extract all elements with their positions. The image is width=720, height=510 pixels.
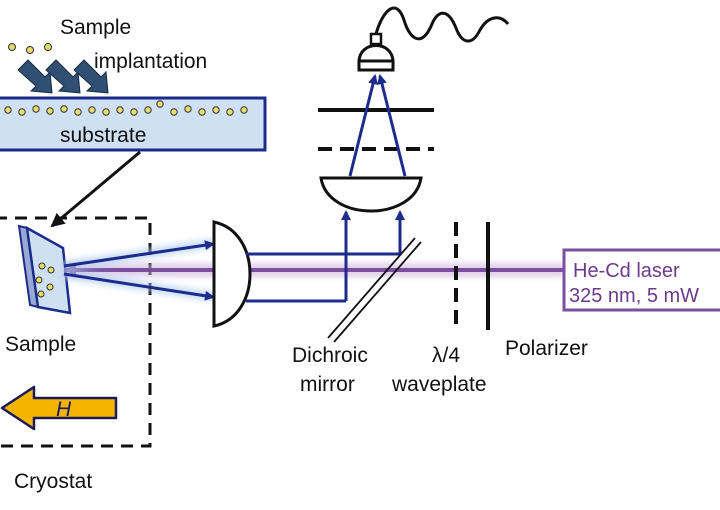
waveplate-label-1: λ/4 bbox=[432, 344, 460, 367]
laser-label-2: 325 nm, 5 mW bbox=[569, 285, 699, 307]
sample-dots bbox=[35, 262, 55, 298]
pl-beam-lower-outgoing bbox=[63, 272, 215, 301]
cryostat-box bbox=[0, 216, 152, 448]
substrate-dots bbox=[4, 100, 248, 116]
dichroic-label-1: Dichroic bbox=[292, 344, 368, 367]
substrate-label: substrate bbox=[60, 124, 146, 147]
laser-label-1: He-Cd laser bbox=[573, 260, 680, 282]
cryostat-label: Cryostat bbox=[14, 470, 92, 493]
substrate-to-sample-arrow bbox=[50, 150, 141, 228]
field-label: H bbox=[56, 398, 72, 421]
dichroic-label-2: mirror bbox=[300, 373, 355, 396]
focused-beam-right bbox=[377, 74, 407, 177]
laser-box bbox=[562, 248, 720, 312]
fiber-detector bbox=[357, 6, 510, 72]
field-arrow bbox=[0, 385, 118, 431]
sample-implantation-label-1: Sample bbox=[60, 16, 131, 39]
focused-beam-left bbox=[348, 74, 378, 177]
focusing-lens bbox=[319, 176, 423, 213]
polarizer-label: Polarizer bbox=[505, 337, 588, 360]
dichroic-mirror bbox=[327, 237, 422, 343]
substrate bbox=[0, 96, 267, 152]
sample-plate bbox=[17, 224, 72, 315]
sample-implantation-label-2: implantation bbox=[94, 50, 207, 73]
collimating-lens bbox=[212, 220, 252, 328]
pl-beam-upper-outgoing bbox=[63, 240, 215, 268]
implantation-dots bbox=[8, 43, 52, 54]
implantation-arrows bbox=[17, 59, 109, 94]
waveplate-label-2: waveplate bbox=[391, 373, 487, 396]
sample-label: Sample bbox=[5, 333, 76, 356]
